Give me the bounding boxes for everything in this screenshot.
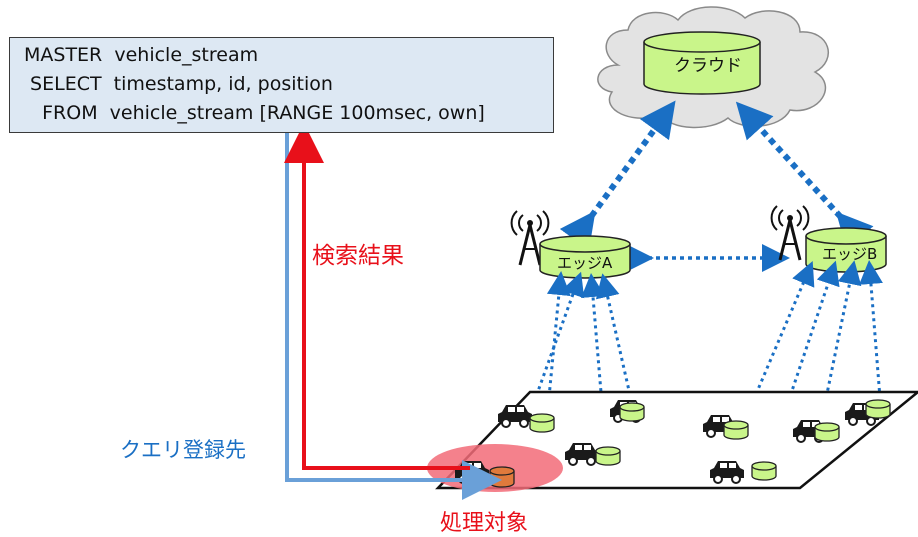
edge-a-database-icon	[539, 235, 631, 279]
processing-target-label: 処理対象	[440, 511, 529, 536]
edge-a-cloud-link	[559, 100, 676, 251]
edge-b-cloud-link	[735, 101, 874, 251]
edge-a-label: エッジA	[557, 254, 613, 272]
search-result-label: 検索結果	[312, 243, 404, 269]
query-target-label: クエリ登録先	[120, 438, 246, 462]
query-line-master: MASTER vehicle_stream	[24, 44, 259, 66]
antenna-b-icon	[770, 204, 810, 262]
query-box: MASTER vehicle_stream SELECT timestamp, …	[9, 37, 554, 133]
query-line-from: FROM vehicle_stream [RANGE 100msec, own]	[24, 102, 485, 124]
edge-b-label: エッジB	[822, 245, 878, 263]
query-line-select: SELECT timestamp, id, position	[24, 73, 333, 95]
cloud-database-icon	[643, 31, 761, 95]
query-registration-arrow	[285, 133, 502, 500]
vehicle-5	[792, 419, 840, 443]
cloud-label: クラウド	[674, 56, 742, 76]
search-result-arrow	[284, 123, 470, 470]
